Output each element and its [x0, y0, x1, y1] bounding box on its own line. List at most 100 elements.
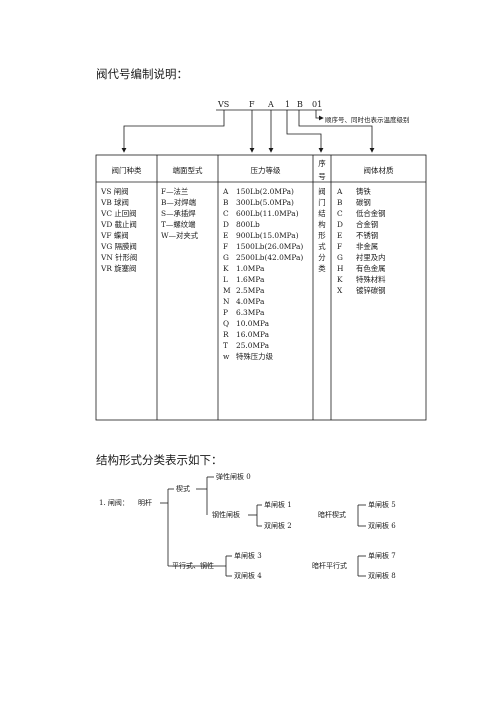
list-item: E — [337, 231, 343, 240]
list-item: 镀锌碳钢 — [356, 286, 386, 295]
header-pressure: 压力等级 — [250, 166, 281, 175]
page-title: 阀代号编制说明： — [96, 67, 188, 81]
list-item: N — [223, 297, 230, 306]
label-dark-wedge: 暗杆楔式 — [318, 511, 346, 519]
seq-char: 构 — [318, 220, 326, 229]
list-item: 不锈钢 — [356, 231, 379, 240]
material-code-list: A B C D E F G H K X — [337, 186, 343, 296]
list-item: T—螺纹端 — [161, 220, 196, 229]
list-item: 25.0MPa — [236, 341, 270, 350]
list-item: 非金属 — [356, 242, 379, 251]
code-pressure: A — [268, 100, 274, 109]
label-double-gate-2: 双闸板 2 — [264, 522, 292, 530]
list-item: 衬里及内 — [356, 253, 386, 262]
seq-char: 式 — [318, 242, 326, 251]
header-material: 阀体材质 — [363, 166, 394, 175]
list-item: w — [223, 352, 230, 361]
list-item: 800Lb — [236, 220, 260, 229]
seq-char: 阀 — [318, 187, 326, 196]
label-parallel-rigid: 平行式、钢性 — [172, 562, 214, 570]
list-item: VF 蝶阀 — [101, 231, 129, 240]
label-rising-stem: 明杆 — [138, 499, 152, 507]
list-item: D — [337, 220, 343, 229]
label-double-gate-8: 双闸板 8 — [368, 572, 396, 580]
list-item: C — [337, 209, 343, 218]
list-item: 900Lb(15.0MPa) — [236, 231, 299, 240]
list-item: VC 止回阀 — [101, 209, 137, 218]
code-material: B — [297, 100, 303, 109]
label-single-gate-5: 单闸板 5 — [368, 501, 396, 509]
list-item: 1.6MPa — [236, 275, 265, 284]
list-item: VB 球阀 — [101, 198, 129, 207]
list-item: 1500Lb(26.0MPa) — [236, 242, 304, 251]
header-end-type: 端面型式 — [172, 166, 203, 175]
code-sequence: 01 — [312, 100, 323, 109]
list-item: K — [337, 275, 343, 284]
pressure-value-list: 150Lb(2.0MPa) 300Lb(5.0MPa) 600Lb(11.0MP… — [236, 186, 303, 362]
label-single-gate-3: 单闸板 3 — [234, 552, 262, 560]
list-item: G — [223, 253, 229, 262]
seq-char: 结 — [318, 209, 326, 218]
list-item: VD 截止阀 — [101, 220, 137, 229]
list-item: 300Lb(5.0MPa) — [236, 198, 294, 207]
list-item: 低合金钢 — [356, 209, 386, 218]
list-item: A — [223, 187, 229, 196]
sequence-column: 阀 门 结 构 形 式 分 类 — [313, 186, 331, 274]
end-type-list: F—法兰 B—对焊端 S—承插焊 T—螺纹端 W—对夹式 — [161, 186, 198, 241]
list-item: 铸铁 — [356, 187, 371, 196]
list-item: 合金钢 — [356, 220, 379, 229]
structure-title: 结构形式分类表示如下： — [96, 453, 223, 467]
label-wedge: 楔式 — [176, 485, 190, 493]
list-item: Q — [223, 319, 230, 328]
item-gate-valve: 1. 闸阀： — [99, 499, 129, 507]
list-item: 600Lb(11.0MPa) — [236, 209, 299, 218]
list-item: 10.0MPa — [236, 319, 270, 328]
list-item: A — [337, 187, 343, 196]
list-item: K — [223, 264, 229, 273]
list-item: 特殊材料 — [356, 275, 386, 284]
list-item: M — [223, 286, 231, 295]
list-item: C — [223, 209, 229, 218]
code-valve-type: VS — [218, 100, 230, 109]
list-item: VS 闸阀 — [101, 187, 129, 196]
list-item: VR 旋塞阀 — [101, 264, 137, 273]
header-seq-1: 序 — [318, 159, 326, 168]
list-item: L — [223, 275, 228, 284]
list-item: D — [223, 220, 229, 229]
list-item: 16.0MPa — [236, 330, 270, 339]
list-item: B—对焊端 — [161, 198, 196, 207]
code-sequence-note: 顺序号、同时也表示温度级别 — [325, 116, 410, 124]
list-item: 150Lb(2.0MPa) — [236, 187, 294, 196]
list-item: H — [337, 264, 344, 273]
seq-char: 形 — [318, 231, 326, 240]
list-item: F—法兰 — [161, 187, 189, 196]
list-item: P — [223, 308, 228, 317]
list-item: S—承插焊 — [161, 209, 196, 218]
list-item: 2.5MPa — [236, 286, 265, 295]
label-elastic-gate-0: 弹性闸板 0 — [216, 473, 251, 481]
list-item: 2500Lb(42.0MPa) — [236, 253, 304, 262]
code-structure: 1 — [285, 100, 291, 109]
seq-char: 类 — [318, 264, 326, 273]
pressure-code-list: A B C D E F G K L M N P Q R T w — [223, 186, 231, 362]
list-item: T — [223, 341, 228, 350]
label-double-gate-6: 双闸板 6 — [368, 522, 396, 530]
list-item: 6.3MPa — [236, 308, 265, 317]
list-item: R — [223, 330, 229, 339]
list-item: 1.0MPa — [236, 264, 265, 273]
list-item: B — [223, 198, 229, 207]
list-item: 碳钢 — [356, 198, 371, 207]
list-item: G — [337, 253, 343, 262]
list-item: W—对夹式 — [161, 231, 199, 240]
material-name-list: 铸铁 碳钢 低合金钢 合金钢 不锈钢 非金属 衬里及内 有色金属 特殊材料 镀锌… — [356, 186, 386, 296]
list-item: X — [337, 286, 343, 295]
list-item: B — [337, 198, 343, 207]
label-single-gate-1: 单闸板 1 — [264, 501, 292, 509]
seq-char: 门 — [318, 198, 326, 207]
code-end-type: F — [249, 100, 255, 109]
list-item: 4.0MPa — [236, 297, 265, 306]
label-rigid-gate: 钢性闸板 — [212, 511, 240, 519]
list-item: E — [223, 231, 229, 240]
header-seq-2: 号 — [318, 172, 326, 181]
